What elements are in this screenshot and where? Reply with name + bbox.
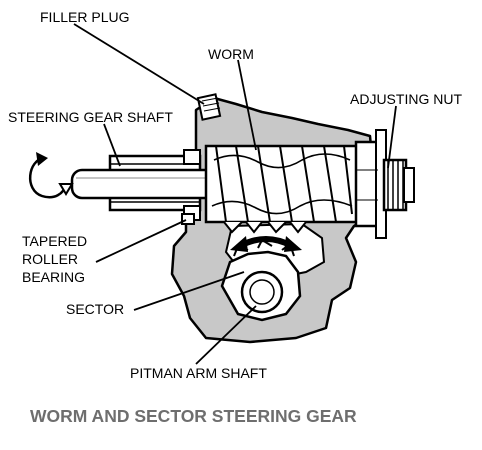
label-steering-gear-shaft: STEERING GEAR SHAFT [8,109,173,125]
label-pitman-arm-shaft: PITMAN ARM SHAFT [130,365,267,381]
leader-adjusting-nut [387,105,397,169]
label-worm: WORM [208,46,254,62]
pitman-arm-shaft [240,270,284,314]
label-tapered: TAPERED [22,233,87,249]
label-adjusting-nut: ADJUSTING NUT [350,91,462,107]
diagram-caption: WORM AND SECTOR STEERING GEAR [30,406,357,426]
filler-plug [196,93,222,121]
leader-filler-plug [73,23,205,105]
leader-worm [237,59,257,151]
worm-gear [204,144,360,234]
tapered-roller-bearing [181,149,201,225]
label-filler-plug: FILLER PLUG [40,9,129,25]
adjusting-nut-assembly [354,129,415,239]
sector-motion-arrow-icon [230,236,302,252]
rotation-arrow-icon [28,152,74,199]
leader-tapered-roller-bearing [95,219,187,263]
leader-steering-shaft [103,123,121,167]
leader-lines [73,23,397,365]
label-roller: ROLLER [22,251,78,267]
label-sector: SECTOR [66,301,124,317]
leader-sector [133,271,245,311]
leader-pitman-arm-shaft [195,305,257,365]
label-bearing: BEARING [22,269,85,285]
